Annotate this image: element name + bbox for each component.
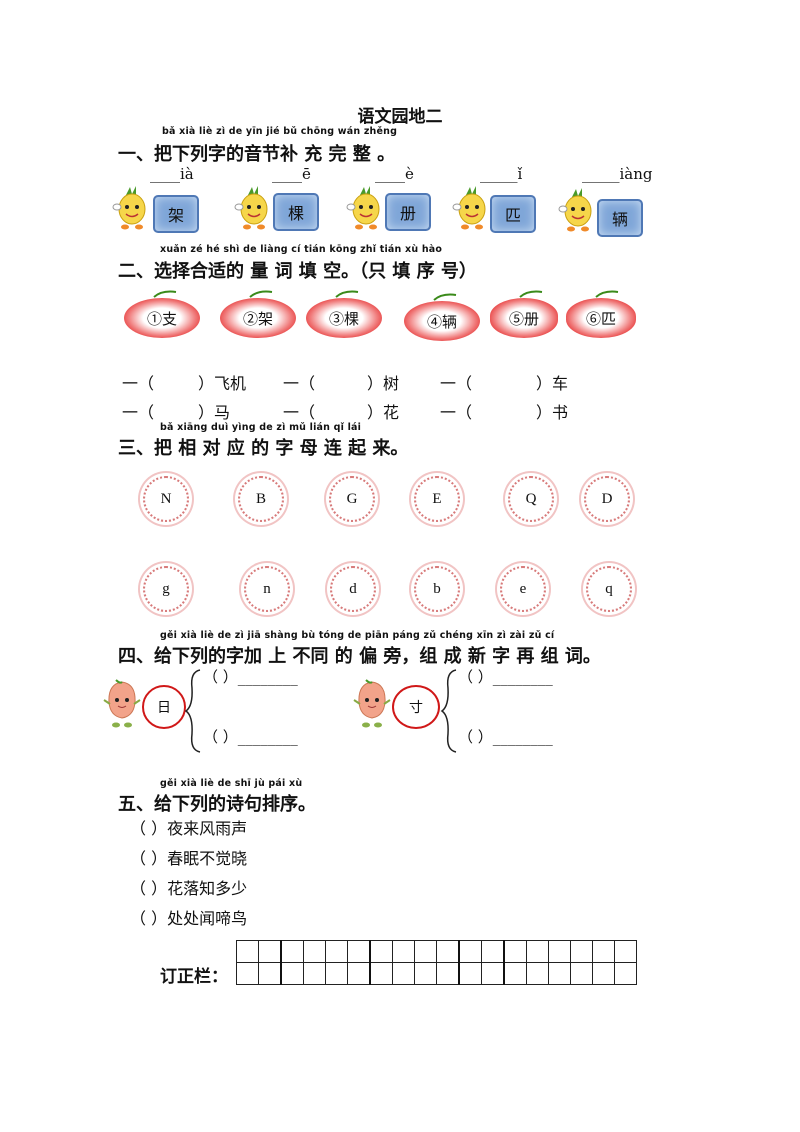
- apple-label: ①支: [124, 298, 200, 338]
- section1-heading: 一、把下列字的音节补 充 完 整 。: [118, 144, 396, 165]
- lowercase-letter-g[interactable]: g: [143, 566, 189, 612]
- apple-label: ⑥匹: [566, 298, 636, 338]
- pinyin-blank-3[interactable]: ____è: [375, 165, 414, 183]
- apple-option-3: ③棵: [306, 290, 382, 338]
- fill-item-book[interactable]: 一（）书: [440, 403, 569, 422]
- pinyin-blank-2[interactable]: ____ē: [272, 165, 311, 183]
- poem-line-2[interactable]: （ ）春眠不觉晓: [130, 849, 248, 868]
- uppercase-letter-B[interactable]: B: [238, 476, 284, 522]
- lowercase-letter-e[interactable]: e: [500, 566, 546, 612]
- uppercase-letter-Q[interactable]: Q: [508, 476, 554, 522]
- pineapple-mascot-icon: [346, 186, 380, 230]
- apple-option-6: ⑥匹: [566, 290, 636, 338]
- char-box-pi: 匹: [490, 195, 536, 233]
- poem-line-1[interactable]: （ ）夜来风雨声: [130, 819, 248, 838]
- apple-stem-icon: [433, 293, 457, 301]
- apple-label: ②架: [220, 298, 296, 338]
- char-box-jia: 架: [153, 195, 199, 233]
- fill-item-plane[interactable]: 一（）飞机: [122, 374, 247, 393]
- poem-line-4[interactable]: （ ）处处闻啼鸟: [130, 909, 248, 928]
- pineapple-mascot-icon: [452, 186, 486, 230]
- apple-option-1: ①支: [124, 290, 200, 338]
- apple-label: ⑤册: [490, 298, 558, 338]
- pinyin-blank-4[interactable]: _____ǐ: [480, 165, 523, 183]
- pinyin-blank-5[interactable]: _____iàng: [582, 165, 653, 183]
- apple-stem-icon: [519, 290, 543, 298]
- uppercase-letter-G[interactable]: G: [329, 476, 375, 522]
- pinyin-blank-1[interactable]: ____ià: [150, 165, 194, 183]
- pineapple-mascot-icon: [558, 188, 592, 232]
- new-char-blank-ri-2[interactable]: （ ）________: [203, 728, 298, 746]
- uppercase-letter-E[interactable]: E: [414, 476, 460, 522]
- correction-label: 订正栏：: [160, 967, 228, 987]
- apple-option-2: ②架: [220, 290, 296, 338]
- left-brace-icon: [184, 669, 201, 753]
- section5-pinyin: gěi xià liè de shī jù pái xù: [160, 778, 303, 789]
- peach-mascot-icon: [103, 679, 141, 728]
- apple-stem-icon: [335, 290, 359, 298]
- peach-mascot-icon: [353, 679, 391, 728]
- correction-grid[interactable]: [236, 940, 637, 985]
- section1-pinyin: bǎ xià liè zì de yīn jié bǔ chōng wán zh…: [162, 126, 398, 137]
- lowercase-letter-n[interactable]: n: [244, 566, 290, 612]
- apple-label: ④辆: [404, 301, 480, 341]
- section4-pinyin: gěi xià liè de zì jiā shàng bù tóng de p…: [160, 630, 555, 641]
- fill-item-car[interactable]: 一（）车: [440, 374, 569, 393]
- new-char-blank-ri-1[interactable]: （ ）________: [203, 668, 298, 686]
- left-brace-icon: [440, 669, 457, 753]
- poem-line-3[interactable]: （ ）花落知多少: [130, 879, 248, 898]
- pineapple-mascot-icon: [234, 186, 268, 230]
- pineapple-mascot-icon: [112, 186, 146, 230]
- radical-char-cun: 寸: [392, 685, 440, 729]
- apple-stem-icon: [595, 290, 619, 298]
- fill-item-tree[interactable]: 一（）树: [283, 374, 400, 393]
- section4-heading: 四、给下列的字加 上 不同 的 偏 旁，组 成 新 字 再 组 词。: [118, 646, 601, 667]
- apple-option-4: ④辆: [404, 293, 480, 341]
- page-title: 语文园地二: [357, 107, 443, 127]
- section3-pinyin: bǎ xiāng duì yìng de zì mǔ lián qǐ lái: [160, 422, 362, 433]
- fill-item-horse[interactable]: 一（）马: [122, 403, 231, 422]
- apple-stem-icon: [153, 290, 177, 298]
- radical-char-ri: 日: [142, 685, 186, 729]
- section2-pinyin: xuǎn zé hé shì de liàng cí tián kōng zhǐ…: [160, 244, 443, 255]
- char-box-ce: 册: [385, 193, 431, 231]
- fill-item-flower[interactable]: 一（）花: [283, 403, 400, 422]
- char-box-ke: 棵: [273, 193, 319, 231]
- apple-stem-icon: [249, 290, 273, 298]
- apple-option-5: ⑤册: [490, 290, 558, 338]
- new-char-blank-cun-2[interactable]: （ ）________: [458, 728, 553, 746]
- lowercase-letter-b[interactable]: b: [414, 566, 460, 612]
- new-char-blank-cun-1[interactable]: （ ）________: [458, 668, 553, 686]
- section3-heading: 三、把 相 对 应 的 字 母 连 起 来。: [118, 438, 409, 459]
- uppercase-letter-D[interactable]: D: [584, 476, 630, 522]
- section2-heading: 二、选择合适的 量 词 填 空。（只 填 序 号）: [118, 261, 477, 282]
- section5-heading: 五、给下列的诗句排序。: [118, 794, 316, 815]
- uppercase-letter-N[interactable]: N: [143, 476, 189, 522]
- apple-label: ③棵: [306, 298, 382, 338]
- char-box-liang: 辆: [597, 199, 643, 237]
- lowercase-letter-d[interactable]: d: [330, 566, 376, 612]
- lowercase-letter-q[interactable]: q: [586, 566, 632, 612]
